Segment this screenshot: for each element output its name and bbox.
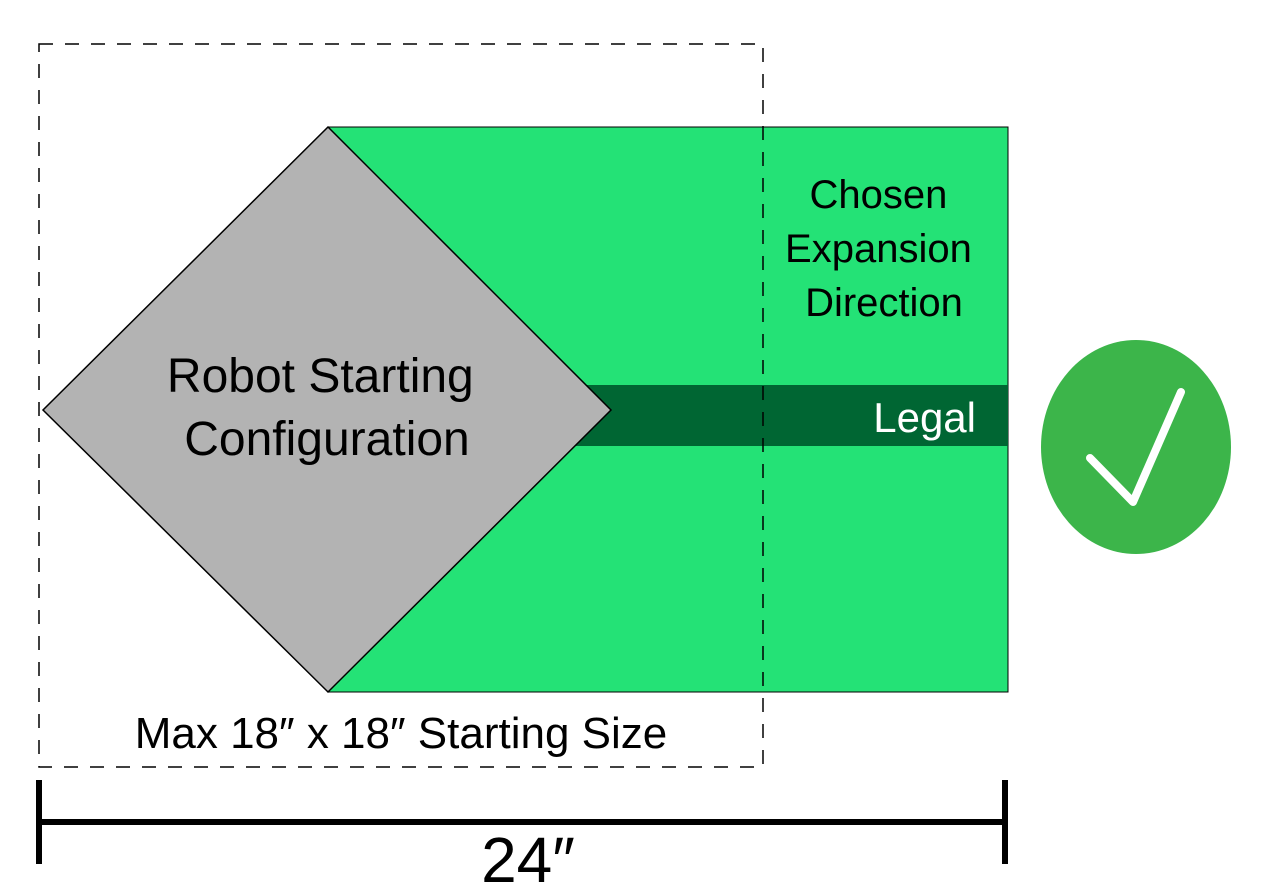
dimension-label: 24″ bbox=[481, 824, 575, 894]
robot-label-line2: Configuration bbox=[184, 413, 470, 466]
expansion-label: Chosen Expansion Direction bbox=[785, 173, 983, 325]
robot-shape bbox=[41, 125, 613, 694]
check-badge bbox=[1041, 340, 1231, 554]
checkmark-icon bbox=[1086, 388, 1185, 506]
expansion-label-line1: Chosen bbox=[810, 173, 948, 217]
max-size-boundary bbox=[38, 43, 764, 768]
max-size-label: Max 18″ x 18″ Starting Size bbox=[135, 709, 668, 758]
status-label: Legal bbox=[873, 394, 976, 441]
expansion-label-line2: Expansion bbox=[785, 227, 972, 271]
dimension-line bbox=[36, 780, 1008, 864]
legal-bar bbox=[560, 385, 1008, 446]
expansion-label-line3: Direction bbox=[805, 281, 963, 325]
robot-label: Robot Starting Configuration bbox=[167, 350, 487, 466]
robot-label-line1: Robot Starting bbox=[167, 350, 474, 403]
check-badge-circle bbox=[1041, 340, 1231, 554]
